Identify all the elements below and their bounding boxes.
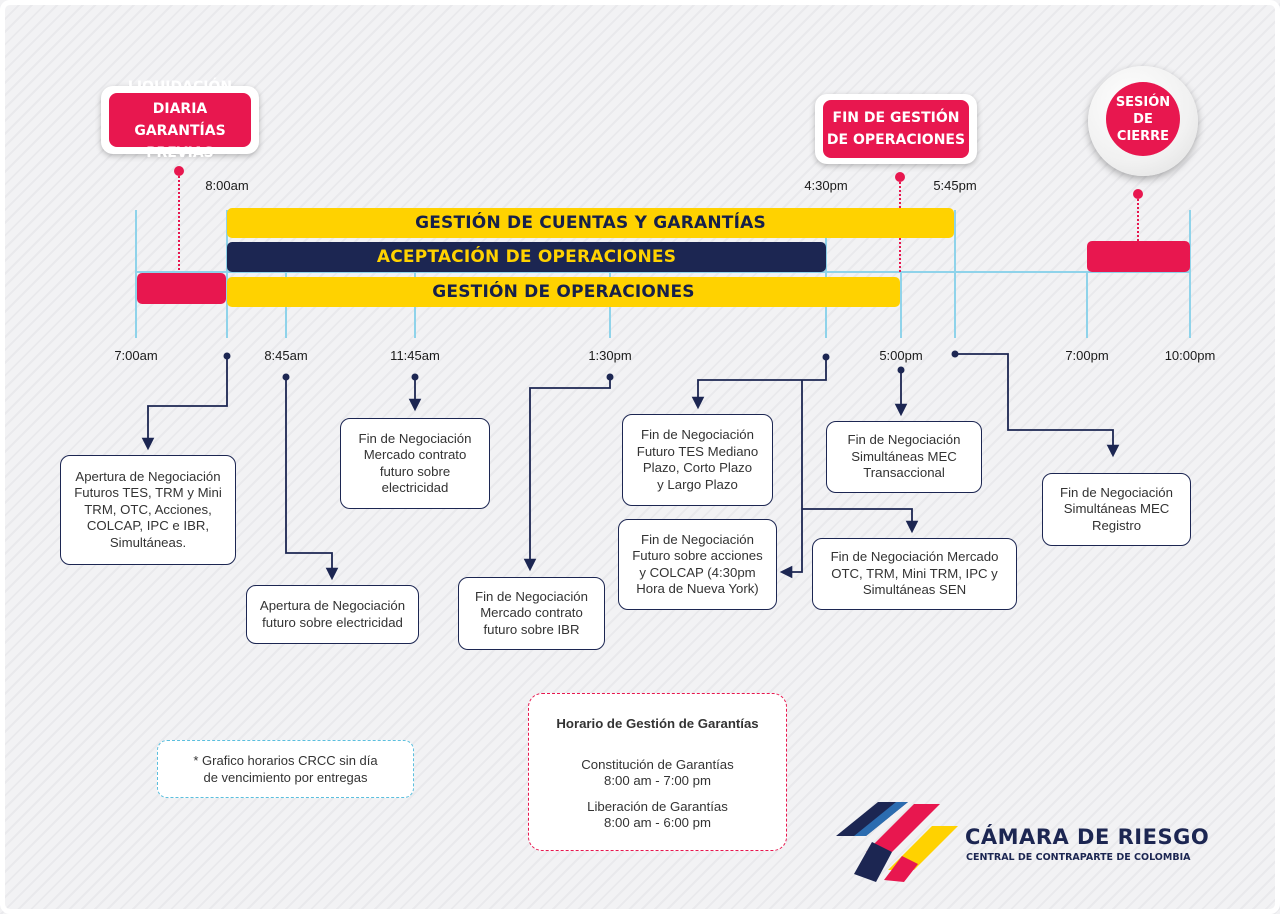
event-fin-mec-registro: Fin de Negociación Simultáneas MEC Regis… xyxy=(1042,473,1191,546)
callout-liquidacion: LIQUIDACIÓN DIARIA GARANTÍAS PREVIAS xyxy=(101,79,259,161)
tick-label-bottom: 8:45am xyxy=(264,348,308,363)
pin-dots xyxy=(174,166,1143,199)
tick-label-bottom: 7:00am xyxy=(114,348,158,363)
event-fin-ibr: Fin de Negociación Mercado contrato futu… xyxy=(458,577,605,650)
schedule-title: Horario de Gestión de Garantías xyxy=(556,716,759,731)
bar-aceptacion: ACEPTACIÓN DE OPERACIONES xyxy=(227,242,826,272)
callout-fin-gestion-label: FIN DE GESTIÓN DE OPERACIONES xyxy=(823,100,969,158)
bar-gestion-cuentas: GESTIÓN DE CUENTAS Y GARANTÍAS xyxy=(227,208,954,238)
bar-sesion-cierre xyxy=(1087,241,1190,272)
schedule-item: Constitución de Garantías 8:00 am - 7:00… xyxy=(581,756,734,789)
schedule-box: Horario de Gestión de Garantías Constitu… xyxy=(528,693,787,851)
tick-label-bottom: 10:00pm xyxy=(1164,348,1216,363)
event-fin-tes: Fin de Negociación Futuro TES Mediano Pl… xyxy=(622,414,773,506)
schedule-item: Liberación de Garantías 8:00 am - 6:00 p… xyxy=(587,798,728,831)
event-fin-acciones: Fin de Negociación Futuro sobre acciones… xyxy=(618,519,777,610)
tick-label-bottom: 11:45am xyxy=(390,348,440,363)
callout-liquidacion-label: LIQUIDACIÓN DIARIA GARANTÍAS PREVIAS xyxy=(109,79,251,161)
tick-label-bottom: 1:30pm xyxy=(588,348,632,363)
callout-sesion-cierre: SESIÓN DE CIERRE xyxy=(1088,66,1198,176)
callout-fin-gestion: FIN DE GESTIÓN DE OPERACIONES xyxy=(815,94,977,164)
note-box: * Grafico horarios CRCC sin día de venci… xyxy=(157,740,414,798)
event-apertura-electricidad: Apertura de Negociación futuro sobre ele… xyxy=(246,585,419,644)
pin-lines xyxy=(178,172,1139,272)
tick-label-bottom: 5:00pm xyxy=(879,348,923,363)
event-fin-otc: Fin de Negociación Mercado OTC, TRM, Min… xyxy=(812,538,1017,610)
bar-gestion-operaciones: GESTIÓN DE OPERACIONES xyxy=(227,277,900,307)
event-fin-mec-transaccional: Fin de Negociación Simultáneas MEC Trans… xyxy=(826,421,982,493)
event-apertura-futuros: Apertura de Negociación Futuros TES, TRM… xyxy=(60,455,236,565)
logo-subtitle: CENTRAL DE CONTRAPARTE DE COLOMBIA xyxy=(966,852,1191,863)
tick-label-top: 8:00am xyxy=(205,178,249,193)
tick-label-bottom: 7:00pm xyxy=(1065,348,1109,363)
tick-label-top: 5:45pm xyxy=(933,178,977,193)
event-dots xyxy=(223,350,959,381)
tick-label-top: 4:30pm xyxy=(804,178,848,193)
callout-sesion-cierre-label: SESIÓN DE CIERRE xyxy=(1106,82,1180,156)
logo-title: CÁMARA DE RIESGO xyxy=(965,825,1210,849)
bar-liquidacion xyxy=(137,273,226,304)
logo-mark-icon xyxy=(836,802,958,882)
event-fin-electricidad: Fin de Negociación Mercado contrato futu… xyxy=(340,418,490,509)
event-arrows xyxy=(141,353,1120,581)
